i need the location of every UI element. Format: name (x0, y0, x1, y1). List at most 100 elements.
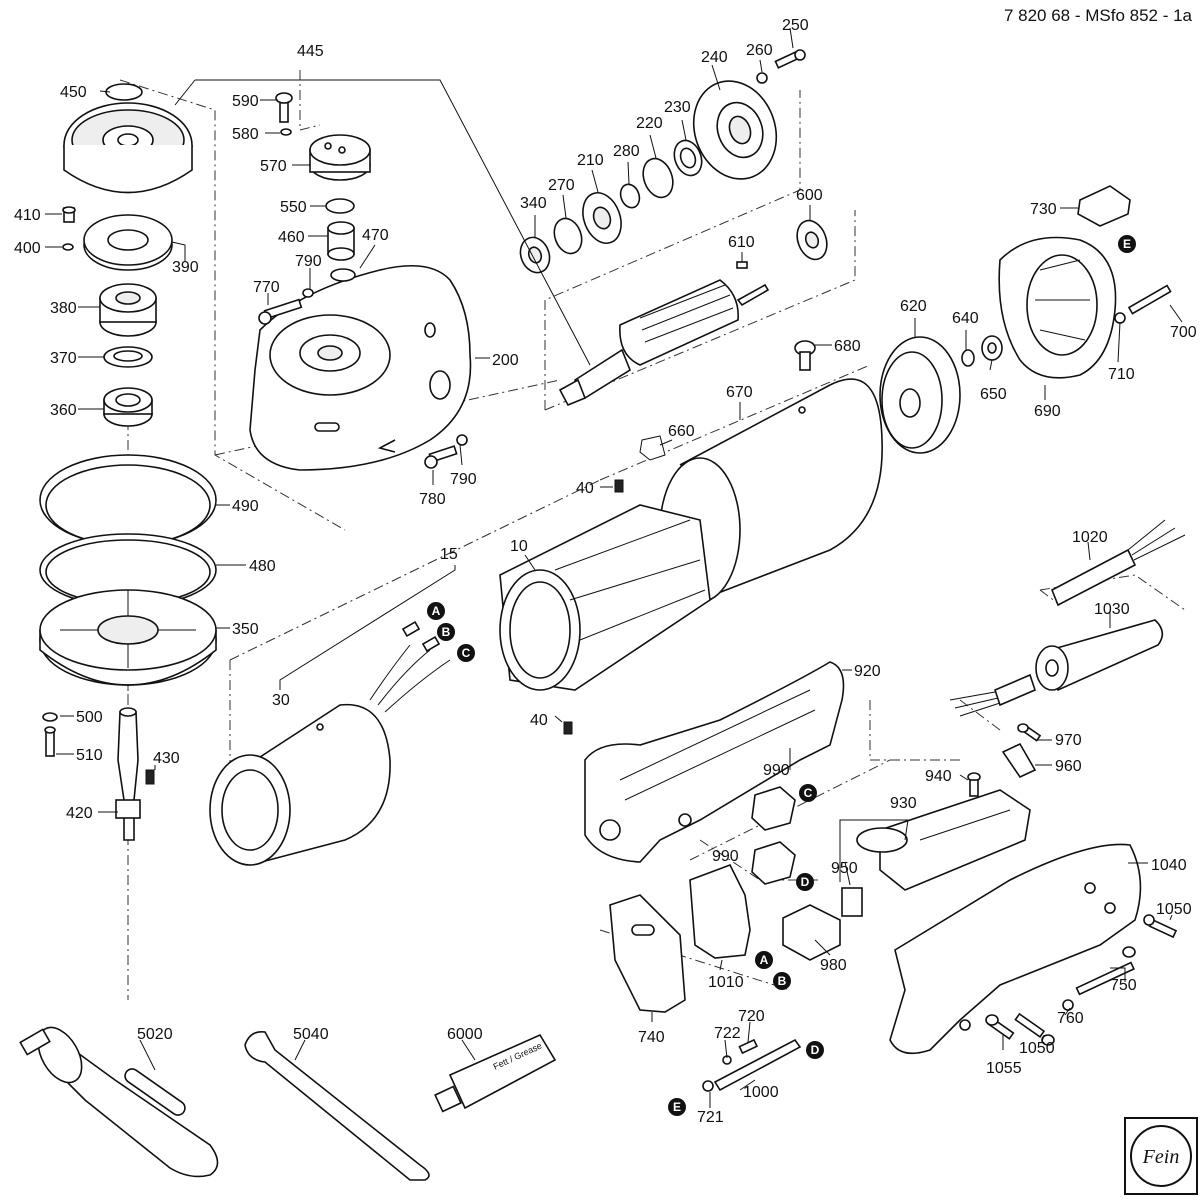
part-label: 650 (980, 386, 1007, 403)
part-label: 470 (362, 227, 389, 244)
part-label: 580 (232, 126, 259, 143)
part-label: 30 (272, 692, 290, 709)
screw-700 (1114, 284, 1172, 324)
part-label: 1040 (1151, 857, 1187, 874)
cover-plate-740 (609, 894, 686, 1013)
part-label: 270 (548, 177, 575, 194)
snap-ring-450 (105, 83, 143, 101)
key-610 (736, 261, 748, 269)
marker-d-clamp: D (806, 1041, 824, 1059)
screw-410 (62, 206, 76, 251)
part-label: 430 (153, 750, 180, 767)
part-label: 15 (440, 546, 458, 563)
svg-text:A: A (760, 953, 769, 967)
part-label: 730 (1030, 201, 1057, 218)
terminal-980 (782, 904, 841, 961)
screw-970 (1017, 723, 1042, 742)
svg-text:B: B (778, 974, 787, 988)
motor-housing-10 (499, 504, 711, 691)
part-label: 250 (782, 17, 809, 34)
part-label: 920 (854, 663, 881, 680)
part-label: 450 (60, 84, 87, 101)
screw-1050-bottom (1014, 1012, 1055, 1046)
marker-a-terminal: A (755, 951, 773, 969)
part-label: 760 (1057, 1010, 1084, 1027)
part-label: 930 (890, 795, 917, 812)
part-label: 990 (712, 848, 739, 865)
part-label: 220 (636, 115, 663, 132)
part-label: 680 (834, 338, 861, 355)
circlip-470 (330, 268, 356, 282)
part-label: 721 (697, 1109, 724, 1126)
part-label: 750 (1110, 977, 1137, 994)
spindle-420 (115, 707, 141, 841)
gear-head-200 (249, 264, 472, 471)
svg-text:E: E (1123, 237, 1131, 251)
ring-270 (553, 217, 583, 255)
part-label: 1055 (986, 1060, 1022, 1077)
marker-c-switch: C (799, 784, 817, 802)
guard-ring-490 (39, 454, 217, 546)
sleeve-1030 (1035, 619, 1164, 692)
svg-text:D: D (801, 875, 810, 889)
part-label: 980 (820, 957, 847, 974)
part-label: 700 (1170, 324, 1197, 341)
part-label: 690 (1034, 403, 1061, 420)
part-label: 390 (172, 259, 199, 276)
part-label: 360 (50, 402, 77, 419)
part-label: 510 (76, 747, 103, 764)
leader-lines (45, 27, 1183, 1108)
capacitor-950 (841, 887, 863, 917)
part-label: 10 (510, 538, 528, 555)
part-label: 660 (668, 423, 695, 440)
part-label: 40 (530, 712, 548, 729)
part-label: 570 (260, 158, 287, 175)
part-label: 970 (1055, 732, 1082, 749)
connection-markers: A B C C D A B D E E (427, 235, 1136, 1116)
part-label: 790 (450, 471, 477, 488)
wrench-5040 (244, 1030, 430, 1181)
cable-clamp-1000 (702, 1038, 802, 1092)
fein-logo: Fein (1124, 1117, 1198, 1195)
marker-d-switch: D (796, 873, 814, 891)
field-coil-30 (209, 620, 451, 866)
part-label: 1020 (1072, 529, 1108, 546)
fan-620 (879, 336, 961, 454)
part-label: 610 (728, 234, 755, 251)
screw-590 (275, 92, 293, 136)
part-label: 380 (50, 300, 77, 317)
bevel-gear-450 (63, 102, 193, 194)
marker-b-terminal: B (773, 972, 791, 990)
part-label: 1030 (1094, 601, 1130, 618)
part-label: 1050 (1156, 901, 1192, 918)
guard-plate-350 (39, 589, 217, 686)
screw-250 (774, 49, 806, 69)
switch-930 (856, 789, 1031, 891)
marker-c-top: C (457, 644, 475, 662)
part-label: 350 (232, 621, 259, 638)
marker-b-top: B (437, 623, 455, 641)
svg-text:D: D (811, 1043, 820, 1057)
handle-half-1040 (889, 843, 1142, 1055)
screw-40-bottom (563, 721, 573, 735)
part-label: 445 (297, 43, 324, 60)
svg-text:C: C (462, 646, 471, 660)
screw-940 (967, 772, 981, 797)
bearing-600 (796, 219, 828, 261)
part-label: 590 (232, 93, 259, 110)
part-label: 6000 (447, 1026, 483, 1043)
logo-text: Fein (1142, 1146, 1180, 1168)
screw-40-top (614, 479, 624, 493)
brush-990-top (751, 786, 796, 831)
part-label: 670 (726, 384, 753, 401)
screw-770 (258, 288, 314, 325)
drawing-id: 7 820 68 - MSfo 852 - 1a (1004, 6, 1193, 25)
washer-640 (961, 349, 975, 367)
ring-220 (642, 157, 674, 199)
part-label: 240 (701, 49, 728, 66)
part-label: 370 (50, 350, 77, 367)
bearing-380 (99, 283, 157, 337)
svg-text:E: E (673, 1100, 681, 1114)
handle-half-920 (584, 661, 845, 863)
part-label: 500 (76, 709, 103, 726)
